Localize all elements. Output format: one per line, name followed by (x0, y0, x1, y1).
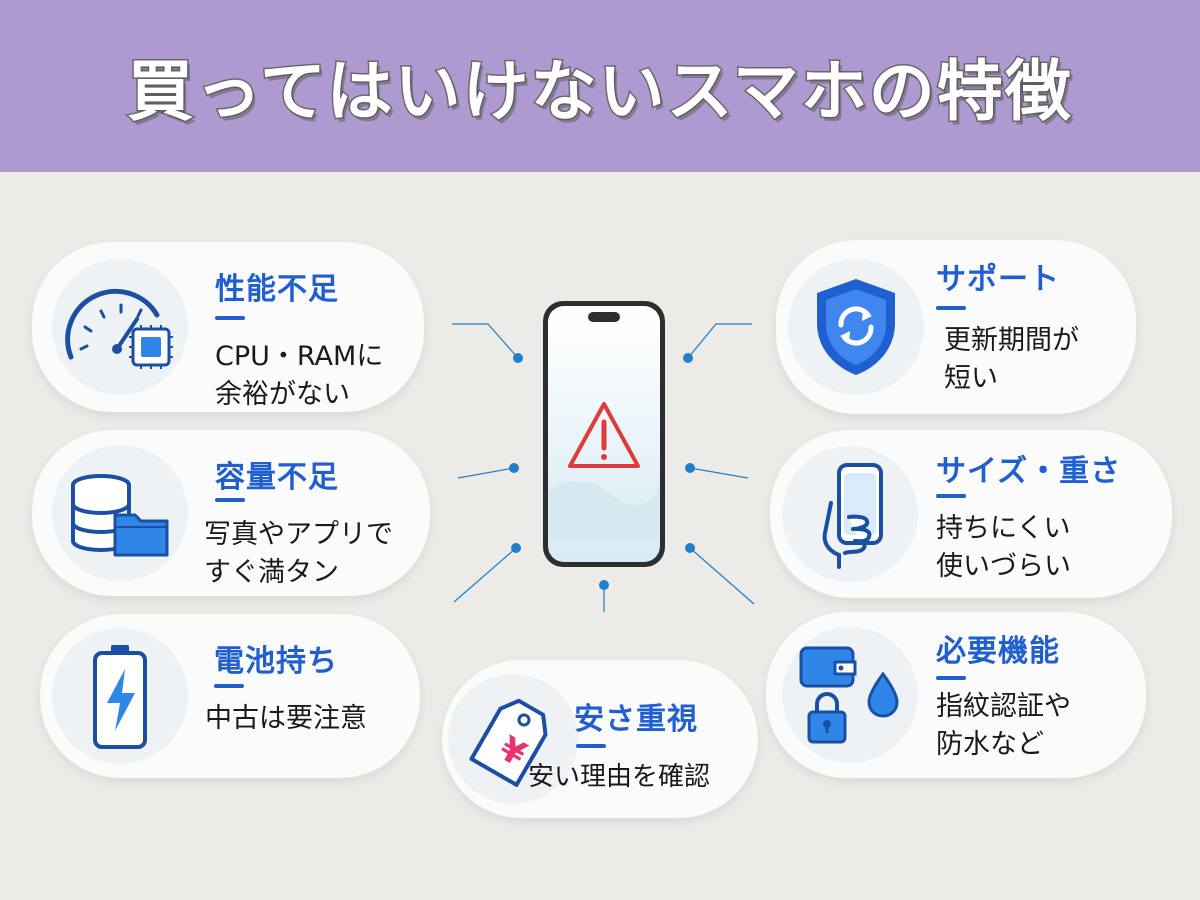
feature-card-battery: 電池持ち 中古は要注意 (40, 614, 420, 778)
feature-card-size-weight: サイズ・重さ 持ちにくい 使いづらい (770, 430, 1172, 598)
feature-desc-line1: 安い理由を確認 (528, 762, 711, 792)
feature-title: 性能不足 (215, 272, 339, 307)
phone-warning-icon (543, 301, 665, 567)
title-underline (215, 498, 245, 502)
feature-desc-line1: 更新期間が (944, 325, 1079, 356)
feature-title: 必要機能 (936, 634, 1060, 669)
feature-desc-line2: 防水など (936, 729, 1044, 760)
yen-price-tag-icon: ¥ (448, 674, 578, 804)
feature-desc-line2: 短い (944, 363, 998, 394)
database-folder-icon (52, 445, 188, 581)
feature-desc-line1: 写真やアプリで (204, 519, 393, 550)
feature-desc-line1: 中古は要注意 (205, 703, 367, 734)
title-underline (215, 316, 245, 320)
title-underline (214, 684, 244, 688)
title-underline (936, 676, 966, 680)
battery-bolt-icon (52, 628, 188, 764)
feature-title: サポート (936, 262, 1060, 297)
feature-title: 安さ重視 (574, 702, 698, 737)
feature-desc-line2: 余裕がない (215, 379, 350, 410)
feature-desc-line2: すぐ満タン (204, 557, 339, 588)
feature-card-price: ¥ 安さ重視 安い理由を確認 (442, 660, 758, 818)
feature-desc-line1: CPU・RAMに (215, 341, 384, 372)
speedometer-chip-icon (52, 259, 188, 395)
feature-desc-line1: 指紋認証や (936, 691, 1071, 722)
feature-card-support: サポート 更新期間が 短い (776, 240, 1136, 414)
feature-card-features: 必要機能 指紋認証や 防水など (766, 612, 1146, 778)
page-title: 買ってはいけないスマホの特徴 (126, 52, 1073, 132)
shield-update-icon (788, 259, 924, 395)
header-banner: 買ってはいけないスマホの特徴 (0, 0, 1200, 172)
wallet-lock-water-icon (782, 627, 918, 763)
feature-title: 容量不足 (215, 460, 339, 495)
title-underline (936, 306, 966, 310)
feature-title: サイズ・重さ (936, 454, 1122, 489)
feature-card-performance: 性能不足 CPU・RAMに 余裕がない (32, 242, 424, 412)
feature-desc-line2: 使いづらい (936, 551, 1071, 582)
feature-card-storage: 容量不足 写真やアプリで すぐ満タン (32, 430, 430, 596)
feature-title: 電池持ち (214, 644, 338, 679)
center-phone (542, 300, 666, 568)
title-underline (576, 744, 606, 748)
feature-desc-line1: 持ちにくい (936, 513, 1071, 544)
title-underline (936, 494, 966, 498)
hand-holding-phone-icon (782, 446, 918, 582)
